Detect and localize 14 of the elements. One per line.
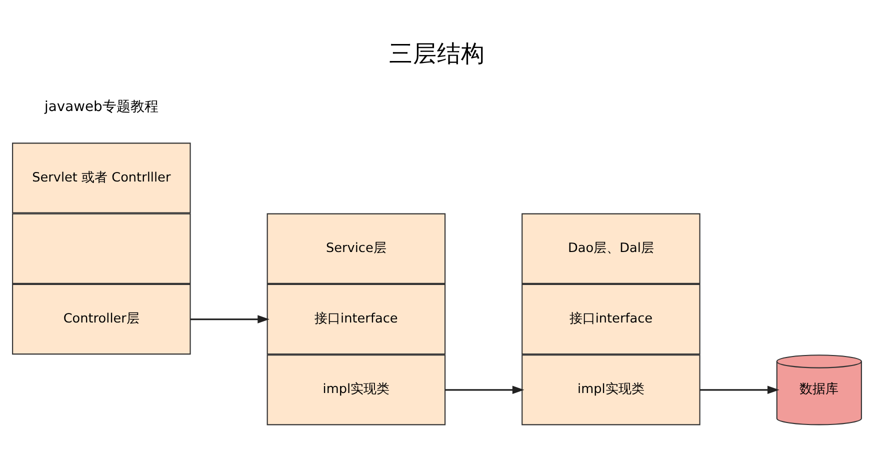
arrow bbox=[700, 386, 780, 394]
node-box: Dao层、Dal层 bbox=[522, 213, 700, 284]
node-box: 接口interface bbox=[522, 284, 700, 355]
arrow bbox=[190, 315, 270, 324]
label: javaweb专题教程 bbox=[44, 98, 158, 115]
arrow bbox=[445, 386, 524, 394]
node-box: Controller层 bbox=[12, 284, 191, 355]
node-box: impl实现类 bbox=[266, 354, 446, 426]
node-box bbox=[12, 213, 191, 284]
node-box: Servlet 或者 Contrlller bbox=[12, 142, 191, 214]
diagram-title: 三层结构 bbox=[389, 39, 485, 68]
node-box: 接口interface bbox=[266, 284, 446, 355]
node-box: impl实现类 bbox=[522, 354, 700, 426]
node-box: Service层 bbox=[266, 213, 446, 284]
